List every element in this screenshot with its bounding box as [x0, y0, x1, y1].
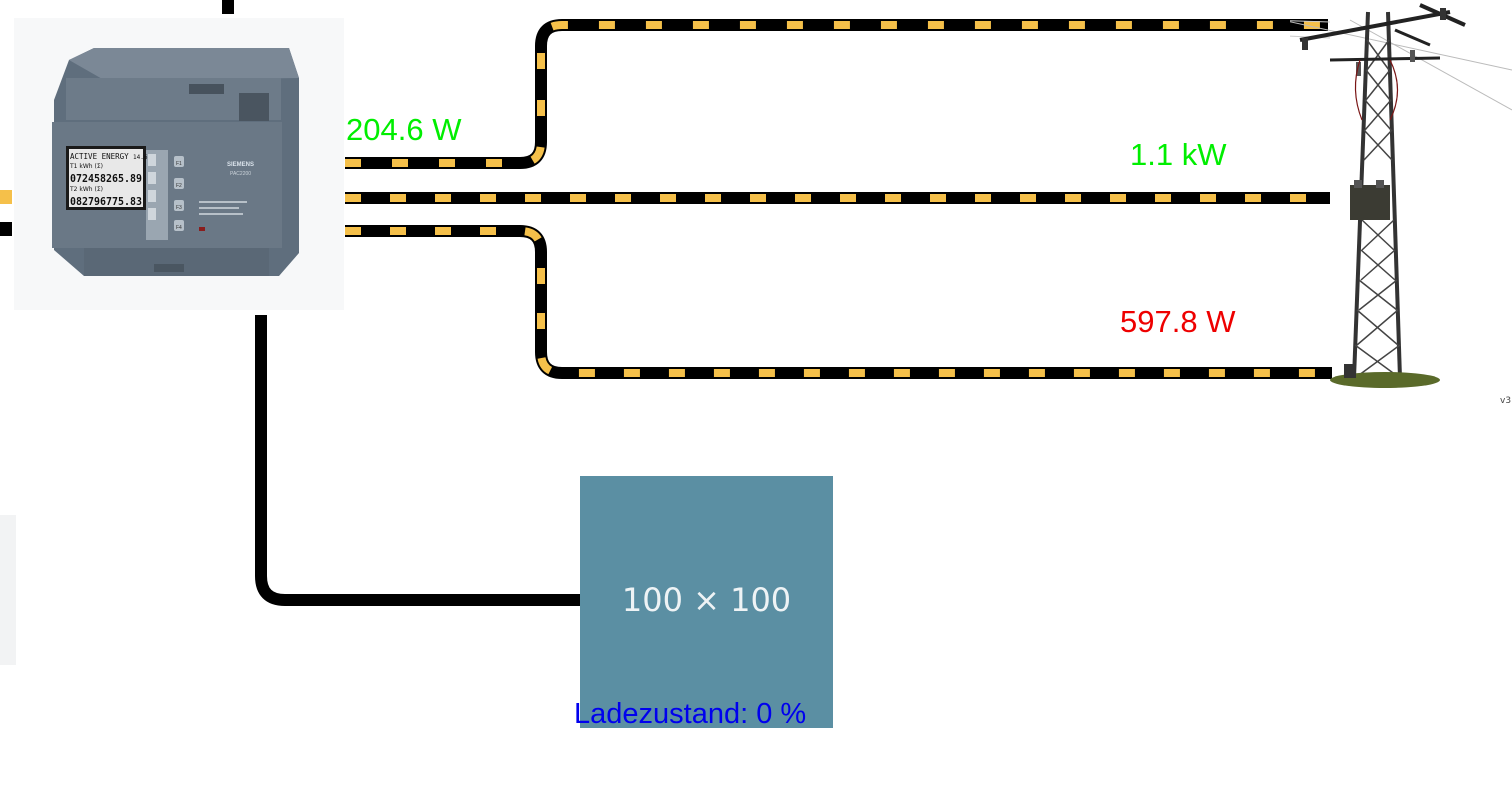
meter-button-f4: F4 — [176, 225, 182, 231]
version-mark: v3 — [1500, 396, 1512, 406]
meter-display-header-suffix: 14.6 — [133, 154, 148, 161]
meter-t2-label: T2 kWh (Σ) — [69, 186, 103, 193]
meter-button-f1: F1 — [176, 161, 182, 167]
battery-placeholder-text: 100 × 100 — [621, 581, 792, 619]
meter-t1-value: 072458265.89 — [70, 172, 142, 185]
flow-label-bottom: 597.8 W — [1120, 304, 1236, 339]
battery-state-of-charge: Ladezustand: 0 % — [574, 698, 807, 730]
left-edge-panel — [0, 515, 16, 665]
left-stub-dash — [0, 190, 12, 204]
battery-image-placeholder[interactable]: 100 × 100 — [580, 476, 833, 728]
flow-label-middle: 1.1 kW — [1130, 137, 1227, 172]
flow-dashes-bottom — [345, 227, 1332, 377]
meter-button-f2: F2 — [176, 183, 182, 189]
meter-display-header: ACTIVE ENERGY — [70, 152, 129, 161]
meter-t1-label: T1 kWh (Σ) — [69, 163, 103, 170]
flow-line-battery — [255, 315, 580, 606]
top-stub — [222, 0, 234, 14]
flow-dashes-top — [345, 21, 1328, 167]
flow-label-top: 204.6 W — [346, 112, 462, 147]
meter-t2-value: 082796775.83 — [70, 195, 142, 208]
power-meter-icon: ACTIVE ENERGY 14.6 T1 kWh (Σ) 072458265.… — [52, 48, 299, 276]
power-meter[interactable]: ACTIVE ENERGY 14.6 T1 kWh (Σ) 072458265.… — [14, 18, 344, 310]
grid-pylon[interactable] — [1189, 0, 1512, 392]
meter-button-f3: F3 — [176, 205, 182, 211]
meter-model: PAC2200 — [230, 171, 251, 177]
meter-brand: SIEMENS — [227, 162, 254, 168]
power-pylon-icon — [1189, 0, 1512, 388]
flow-line-bottom — [345, 225, 1332, 379]
left-stub — [0, 222, 12, 236]
